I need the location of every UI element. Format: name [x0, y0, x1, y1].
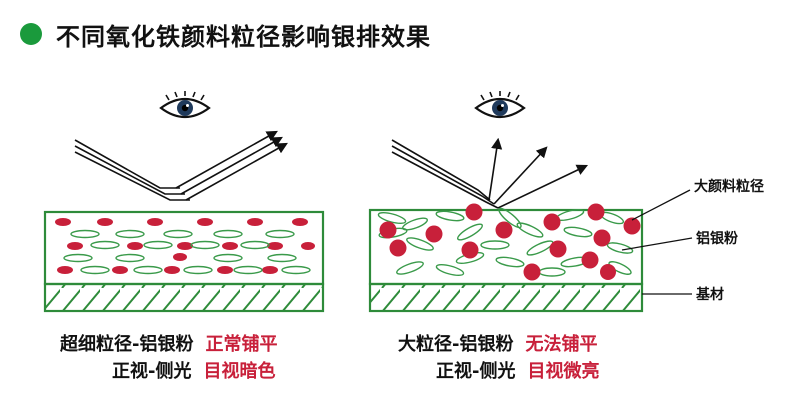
light-rays-left [74, 130, 288, 201]
label-large-pigment: 大颜料粒径 [694, 178, 764, 195]
left-caption2-label: 正视-侧光 [112, 361, 192, 382]
eye-icon [159, 91, 211, 119]
left-caption2-result: 目视暗色 [203, 361, 276, 382]
right-caption2-result: 目视微亮 [527, 361, 600, 382]
label-aluminum: 铝银粉 [696, 230, 738, 247]
left-caption-line1: 超细粒径-铝银粉正常铺平 [60, 330, 277, 356]
aluminum-flakes-left [63, 229, 311, 275]
eye-icon [474, 91, 526, 119]
red-particles-right [379, 203, 641, 281]
right-caption-line2: 正视-侧光目视微亮 [436, 357, 599, 383]
label-substrate: 基材 [696, 286, 724, 303]
right-caption-label: 大粒径-铝银粉 [398, 334, 514, 355]
left-caption-result: 正常铺平 [205, 334, 278, 355]
pointer-large-pigment [631, 189, 691, 221]
page-title: 不同氧化铁颜料粒径影响银排效果 [56, 22, 431, 51]
substrate-left [43, 282, 325, 313]
bullet-dot-icon [20, 23, 42, 45]
header: 不同氧化铁颜料粒径影响银排效果 [20, 14, 431, 54]
red-particles-left [55, 218, 315, 274]
left-caption-label: 超细粒径-铝银粉 [60, 334, 194, 355]
right-panel: 大颜料粒径 铝银粉 基材 [368, 91, 764, 313]
right-caption-result: 无法铺平 [525, 334, 598, 355]
right-caption-line1: 大粒径-铝银粉无法铺平 [398, 330, 597, 356]
pointer-lines [621, 189, 693, 295]
right-caption2-label: 正视-侧光 [436, 361, 516, 382]
left-caption-line2: 正视-侧光目视暗色 [112, 357, 275, 383]
substrate-right [368, 282, 644, 313]
light-rays-right [391, 137, 589, 209]
pointer-aluminum [621, 237, 693, 251]
left-panel [43, 91, 325, 313]
